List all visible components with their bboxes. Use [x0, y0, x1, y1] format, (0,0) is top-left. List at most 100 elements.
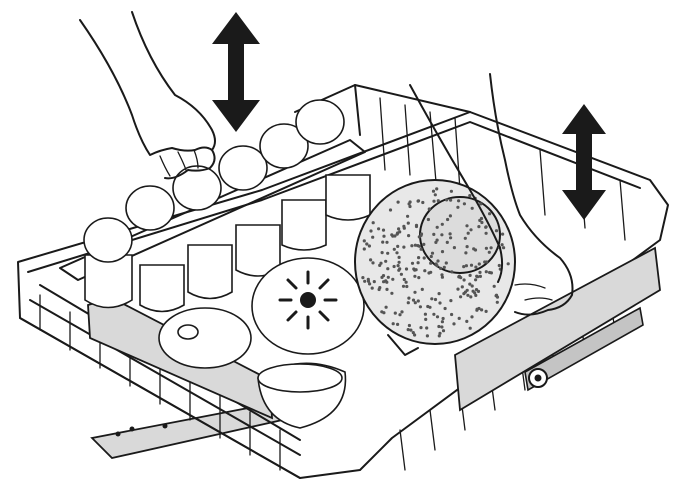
colander-hole	[435, 315, 440, 319]
colander-hole	[411, 298, 416, 302]
colander-hole	[413, 274, 417, 278]
colander-hole	[413, 243, 417, 247]
colander-hole	[469, 263, 474, 267]
colander-hole	[456, 205, 460, 209]
colander-hole	[421, 200, 425, 205]
colander-hole	[417, 256, 421, 260]
colander-hole	[478, 274, 482, 278]
colander-hole	[437, 334, 441, 338]
colander-hole	[405, 284, 409, 289]
colander-hole	[385, 287, 389, 291]
colander-hole	[464, 264, 468, 268]
colander-hole	[367, 244, 371, 248]
colander-hole	[464, 251, 468, 255]
colander-hole	[416, 299, 420, 303]
colander-hole	[450, 270, 454, 274]
colander-hole	[427, 207, 431, 211]
colander-hole	[425, 334, 429, 338]
colander-hole	[445, 198, 449, 202]
colander-hole	[429, 261, 433, 265]
colander-hole	[425, 326, 429, 330]
front-bowl	[257, 362, 347, 429]
colander-hole	[456, 287, 460, 291]
colander-hole	[413, 301, 417, 305]
colander-hole	[438, 331, 442, 335]
colander-hole	[406, 301, 410, 305]
colander-hole	[382, 280, 386, 284]
colander-hole	[440, 233, 444, 237]
colander-hole	[404, 280, 408, 284]
colander-hole	[402, 245, 406, 249]
up-down-arrow-icon	[562, 104, 606, 220]
colander-hole	[413, 268, 417, 272]
colander-hole	[437, 324, 441, 329]
colander-hole	[369, 229, 373, 233]
colander-hole	[414, 223, 419, 227]
colander-hole	[408, 204, 412, 209]
colander-hole	[432, 232, 436, 236]
colander-hole	[362, 247, 366, 251]
colander-hole	[475, 274, 479, 278]
colander-hole	[477, 225, 481, 229]
colander-hole	[406, 221, 410, 225]
colander-hole	[388, 208, 393, 212]
colander-hole	[459, 295, 463, 299]
colander-hole	[393, 311, 397, 315]
colander-hole	[497, 263, 501, 268]
colander-hole	[462, 292, 466, 296]
colander-hole	[468, 194, 472, 198]
colander-hole	[440, 275, 444, 279]
colander-hole	[423, 269, 427, 273]
colander-hole	[406, 328, 410, 332]
colander-hole	[446, 217, 450, 222]
colander-hole	[420, 287, 424, 291]
colander-hole	[439, 266, 443, 270]
colander-hole	[435, 225, 439, 229]
colander-hole	[385, 240, 389, 244]
colander-hole	[427, 271, 431, 275]
colander-hole	[435, 238, 439, 242]
colander-hole	[391, 322, 395, 326]
colander-hole	[381, 228, 386, 232]
colander-hole	[468, 282, 472, 286]
colander-hole	[396, 264, 400, 268]
colander-hole	[418, 305, 422, 309]
colander-hole	[452, 246, 456, 250]
rack-side-panel	[454, 246, 661, 412]
colander-hole	[371, 221, 375, 225]
colander-hole	[422, 242, 426, 246]
colander-hole	[402, 224, 406, 228]
colander-hole	[406, 214, 410, 218]
colander-hole	[440, 222, 444, 226]
colander-hole	[440, 320, 444, 324]
colander-hole	[392, 247, 396, 251]
colander-hole	[407, 323, 411, 328]
colander-hole	[399, 272, 403, 276]
colander-hole	[363, 279, 367, 283]
colander-hole	[413, 290, 417, 294]
colander-hole	[385, 280, 389, 284]
colander-hole	[411, 331, 415, 335]
colander-hole	[448, 214, 452, 218]
colander-hole	[462, 278, 466, 282]
colander-hole	[449, 189, 453, 193]
colander-hole	[366, 277, 370, 281]
colander-hole	[445, 240, 449, 244]
colander-hole	[402, 277, 406, 282]
colander-hole	[494, 229, 499, 233]
colander-hole	[377, 227, 381, 231]
colander-hole	[431, 189, 436, 193]
colander-hole	[502, 246, 506, 250]
colander-hole	[480, 308, 484, 312]
colander-hole	[419, 247, 423, 251]
colander-hole	[400, 310, 404, 314]
colander-hole	[470, 284, 474, 288]
colander-hole	[470, 315, 474, 319]
colander-hole	[472, 247, 476, 251]
colander-hole	[506, 262, 510, 266]
colander-hole	[435, 264, 439, 268]
colander-hole	[390, 233, 394, 237]
colander-hole	[437, 292, 441, 296]
colander-hole	[384, 259, 388, 263]
